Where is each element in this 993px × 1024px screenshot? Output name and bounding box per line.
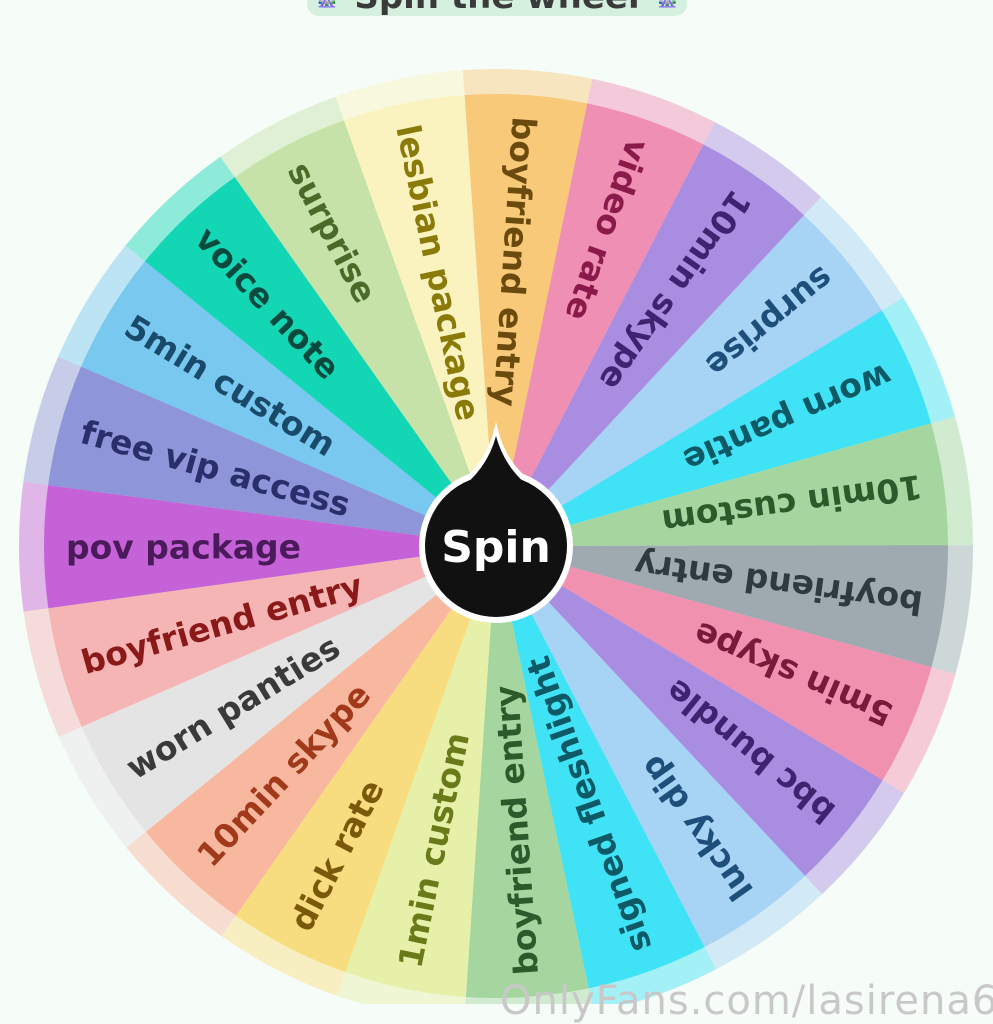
wheel-segment: bbc bundle	[496, 546, 904, 895]
wheel-segment: pov package	[18, 481, 497, 612]
segment-slice	[48, 546, 496, 727]
segment-slice	[234, 120, 496, 546]
spin-button-label: Spin	[441, 522, 551, 573]
segment-slice	[43, 485, 496, 609]
segment-slice	[496, 546, 806, 948]
spin-button[interactable]: Spin	[419, 422, 573, 623]
wheel-segment: lesbian package	[335, 70, 496, 547]
wheel-segment: voice note	[125, 156, 497, 547]
wheel-segment: video rate	[496, 78, 715, 546]
segment-slice	[345, 546, 496, 997]
segment-slice	[144, 177, 496, 547]
segment-label: pov package	[66, 527, 301, 566]
ferris-wheel-icon: 🎡	[313, 0, 340, 14]
wheel-segment: 1min custom	[336, 546, 496, 1004]
watermark: OnlyFans.com/lasirena69	[500, 978, 993, 1024]
segment-slice	[496, 546, 705, 989]
segment-slice	[81, 261, 496, 546]
segment-slice	[81, 546, 496, 832]
segment-slice	[496, 310, 932, 546]
segment-slice	[496, 103, 704, 546]
segment-slice	[496, 215, 882, 546]
segment-slice	[496, 546, 883, 876]
segment-slice	[496, 144, 805, 546]
segment-slice	[496, 545, 948, 668]
ferris-wheel-icon: 🎡	[654, 0, 681, 14]
segment-slice	[465, 546, 589, 998]
segment-slice	[496, 423, 948, 546]
wheel-segment: boyfriend entry	[465, 546, 592, 1004]
wheel-segment: 10min skype	[496, 122, 822, 546]
segment-slice	[235, 546, 496, 973]
segment-slice	[496, 546, 932, 781]
title-text: Spin the wheel	[354, 0, 639, 14]
segment-slice	[343, 95, 496, 547]
wheel-title: 🎡 Spin the wheel 🎡	[307, 0, 687, 16]
segment-slice	[145, 546, 496, 916]
segment-slice	[48, 366, 496, 546]
